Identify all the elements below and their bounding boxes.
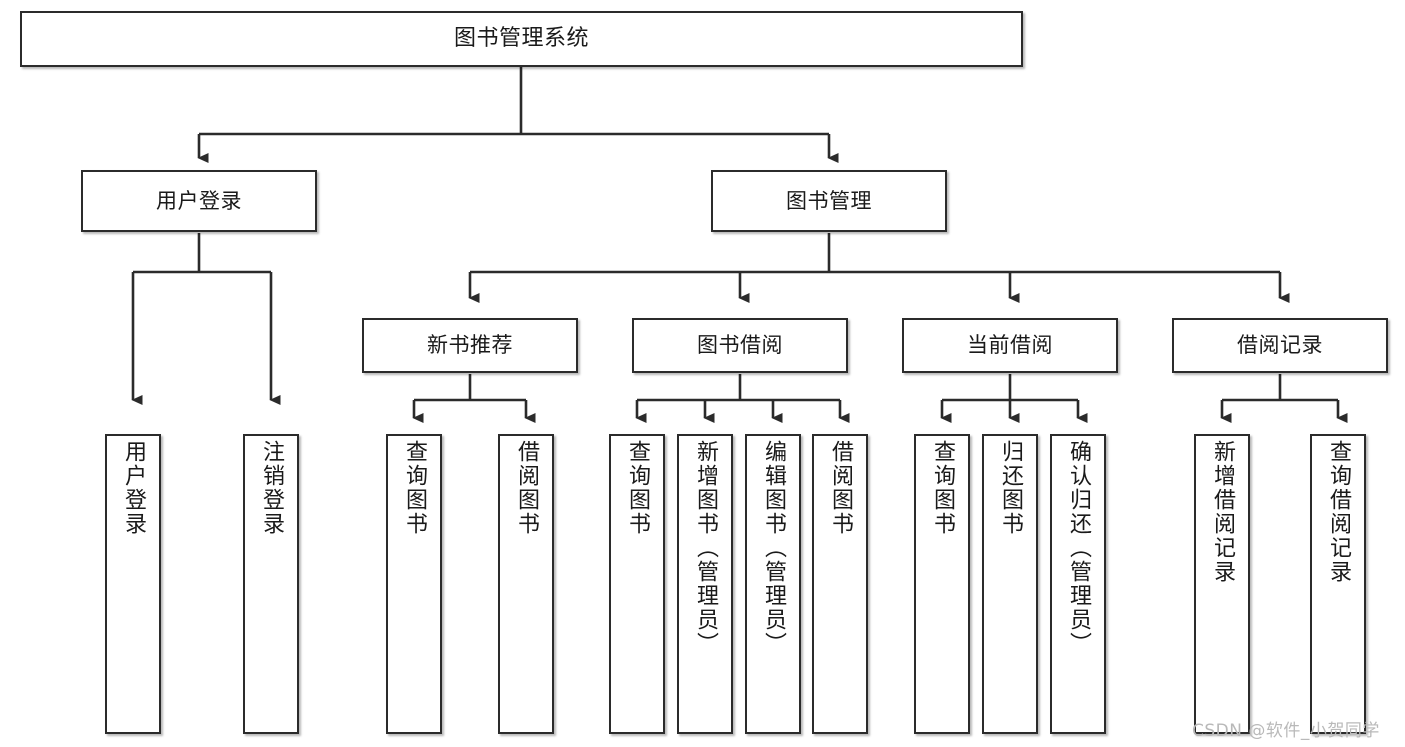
node-label: 用户登录 [156,188,242,213]
leaf-current-borrow-confirm-return[interactable]: 确认归还（管理员） [1050,434,1106,734]
node-label: 注销登录 [259,440,284,536]
leaf-book-borrow-edit-book[interactable]: 编辑图书（管理员） [745,434,801,734]
node-user-login[interactable]: 用户登录 [81,170,317,232]
node-label: 借阅图书 [514,440,539,536]
node-label: 图书管理系统 [453,26,589,52]
node-book-management[interactable]: 图书管理 [711,170,947,232]
node-label: 图书管理 [786,188,872,213]
node-book-borrow[interactable]: 图书借阅 [632,318,848,373]
node-label: 归还图书 [998,440,1023,536]
node-root-system[interactable]: 图书管理系统 [20,11,1023,67]
node-label: 用户登录 [121,440,146,536]
leaf-book-borrow-borrow-book[interactable]: 借阅图书 [812,434,868,734]
node-label: 确认归还（管理员） [1066,440,1091,656]
node-label: 新增图书（管理员） [693,440,718,656]
leaf-book-borrow-add-book[interactable]: 新增图书（管理员） [677,434,733,734]
node-label: 图书借阅 [697,333,783,358]
node-label: 当前借阅 [967,333,1053,358]
leaf-borrow-record-query[interactable]: 查询借阅记录 [1310,434,1366,734]
node-label: 查询借阅记录 [1326,440,1351,584]
node-label: 查询图书 [625,440,650,536]
leaf-new-book-borrow-book[interactable]: 借阅图书 [498,434,554,734]
watermark-text: CSDN @软件_小贺同学 [1192,721,1380,741]
node-label: 新增借阅记录 [1210,440,1235,584]
node-label: 新书推荐 [427,333,513,358]
node-label: 借阅记录 [1237,333,1323,358]
node-label: 查询图书 [402,440,427,536]
leaf-user-login-login[interactable]: 用户登录 [105,434,161,734]
leaf-book-borrow-query-book[interactable]: 查询图书 [609,434,665,734]
leaf-current-borrow-return-book[interactable]: 归还图书 [982,434,1038,734]
node-current-borrow[interactable]: 当前借阅 [902,318,1118,373]
node-label: 编辑图书（管理员） [761,440,786,656]
node-label: 借阅图书 [828,440,853,536]
node-new-book-recommend[interactable]: 新书推荐 [362,318,578,373]
leaf-new-book-query-book[interactable]: 查询图书 [386,434,442,734]
leaf-current-borrow-query-book[interactable]: 查询图书 [914,434,970,734]
node-borrow-record[interactable]: 借阅记录 [1172,318,1388,373]
node-label: 查询图书 [930,440,955,536]
leaf-user-login-logout[interactable]: 注销登录 [243,434,299,734]
leaf-borrow-record-add[interactable]: 新增借阅记录 [1194,434,1250,734]
